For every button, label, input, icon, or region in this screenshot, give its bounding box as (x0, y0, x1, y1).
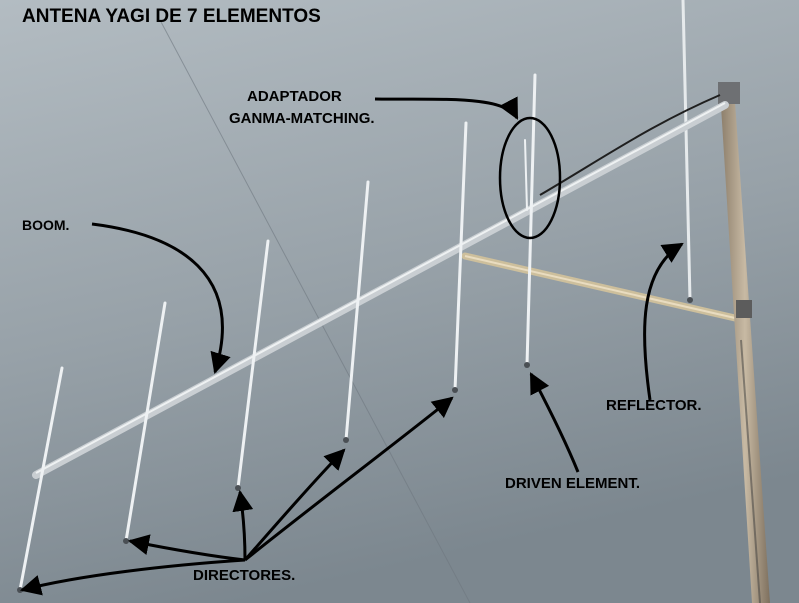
arrow-to-director-2 (127, 534, 246, 562)
feed-cable (539, 94, 721, 196)
arrow-to-gamma-match (374, 96, 519, 120)
label-driven-element: DRIVEN ELEMENT. (505, 475, 641, 492)
mast-clamp-upper (718, 82, 740, 104)
arrow-to-director-3 (232, 489, 254, 561)
mast-cable (740, 339, 761, 603)
arrow-to-boom (91, 222, 231, 375)
director-element-3 (236, 239, 270, 490)
director-element-4 (344, 180, 370, 442)
gamma-match-highlight-ring (498, 116, 562, 240)
director-element-1 (18, 366, 64, 592)
label-reflector: REFLECTOR. (606, 397, 702, 414)
arrow-to-director-1 (19, 558, 246, 596)
director-element-5 (453, 121, 468, 392)
antenna-elements (18, 73, 537, 592)
label-adaptador-line1: ADAPTADOR (247, 88, 342, 105)
gamma-match-rod (524, 139, 528, 211)
label-directores: DIRECTORES. (193, 567, 296, 584)
label-boom: BOOM. (22, 217, 70, 233)
director-element-2 (124, 301, 167, 543)
label-adaptador-line2: GANMA-MATCHING. (229, 110, 375, 127)
reflector-element-upper (681, 0, 692, 301)
boom (32, 101, 729, 479)
mast-clamp-lower (736, 300, 752, 318)
boom-support-arm-highlight (464, 255, 736, 319)
arrow-to-driven-element (529, 372, 580, 473)
page-title: ANTENA YAGI DE 7 ELEMENTOS (22, 6, 321, 27)
driven-element (525, 73, 537, 367)
mast (720, 88, 770, 603)
arrow-to-reflector (643, 242, 684, 401)
annotation-arrows (19, 96, 684, 596)
arrow-to-director-4 (243, 448, 346, 561)
boom-highlight (35, 102, 726, 474)
background-cable (159, 19, 471, 603)
arrow-to-director-5 (244, 396, 454, 562)
